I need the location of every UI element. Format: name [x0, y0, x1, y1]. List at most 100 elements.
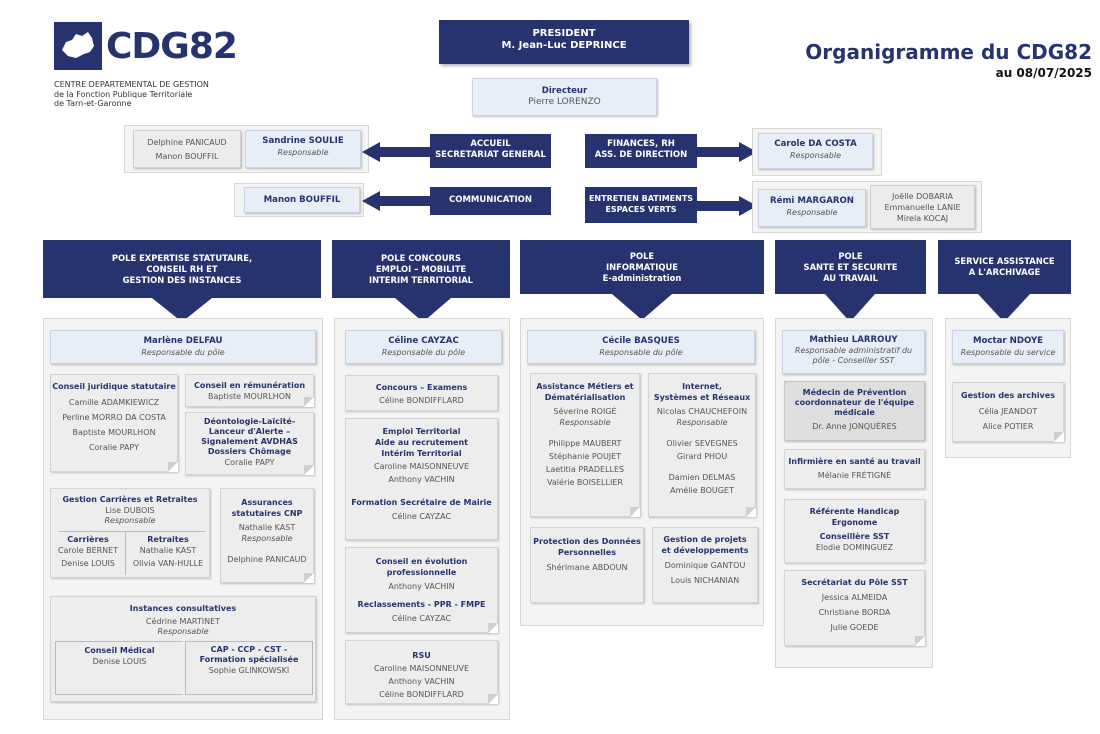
medecin-title-3: médicale — [834, 408, 875, 417]
logo-mark-icon — [54, 22, 102, 70]
entretien-lead-card: Rémi MARGARON Responsable — [758, 189, 866, 227]
pole-5-lead-name: Moctar NDOYE — [972, 336, 1044, 346]
entretien-staff-1: Joëlle DOBARIA — [892, 192, 953, 201]
deontologie-title-1: Déontologie-Laïcité- — [203, 417, 296, 426]
infirmiere-title: Infirmière en santé au travail — [788, 457, 921, 466]
carrieres-sub1-staff-2: Denise LOUIS — [61, 559, 115, 568]
deontologie-staff: Coralie PAPY — [224, 458, 275, 467]
communication-lead-name: Manon BOUFFIL — [263, 195, 341, 205]
emploi-staff-2: Anthony VACHIN — [388, 475, 455, 484]
medecin-card: Médecin de Prévention coordonnateur de l… — [784, 381, 925, 441]
emploi-card: Emploi Territorial Aide au recrutement I… — [345, 418, 498, 540]
secretariat-staff-2: Christiane BORDA — [818, 608, 891, 617]
instances-sub2-title-2: Formation spécialisée — [199, 655, 299, 664]
projets-staff-2: Louis NICHANIAN — [670, 576, 740, 585]
internet-lead-role: Responsable — [676, 418, 728, 427]
carrieres-subdivider — [59, 531, 205, 532]
pole-5-lead-role: Responsable du service — [960, 348, 1056, 357]
pole-2-lead-card: Céline CAYZAC Responsable du pôle — [345, 330, 502, 364]
president-name: M. Jean-Luc DEPRINCE — [501, 40, 627, 51]
pole-3-line-2: INFORMATIQUE — [605, 261, 679, 272]
accueil-lead-name: Sandrine SOULIE — [262, 136, 344, 146]
instances-lead: Cédrine MARTINET — [145, 617, 221, 626]
conseil-juridique-card: Conseil juridique statutaire Camille ADA… — [50, 374, 178, 472]
instances-sub2-staff: Sophie GLINKOWSKI — [208, 666, 290, 675]
conseil-juridique-title: Conseil juridique statutaire — [52, 382, 176, 391]
protection-staff: Shérimane ABDOUN — [546, 563, 628, 572]
pole-1-header: POLE EXPERTISE STATUTAIRE, CONSEIL RH ET… — [43, 240, 321, 298]
carrieres-sub2-title: Retraites — [147, 535, 189, 544]
carrieres-sub2-staff-2: Olivia VAN-HULLE — [132, 559, 204, 568]
pole-3-arrow — [612, 294, 672, 320]
accueil-label-1: ACCUEIL — [470, 139, 511, 149]
assistance-staff-2: Stéphanie POUJET — [548, 452, 622, 461]
pole-1-lead-name: Marlène DELFAU — [143, 336, 223, 346]
pole-4-lead-role-1: Responsable administratif du — [794, 346, 913, 355]
pole-5-header: SERVICE ASSISTANCE A L'ARCHIVAGE — [938, 240, 1071, 294]
emploi-title-2: Aide au recrutement — [374, 438, 469, 447]
formation-staff: Céline CAYZAC — [391, 512, 452, 521]
handicap-title-2: Ergonome — [831, 518, 878, 527]
carrieres-sub1-staff-1: Carole BERNET — [57, 546, 119, 555]
instances-sub2-title-1: CAP - CCP - CST - — [210, 645, 288, 654]
rsu-card: RSU Caroline MAISONNEUVE Anthony VACHIN … — [345, 640, 498, 704]
deontologie-card: Déontologie-Laïcité- Lanceur d'Alerte – … — [185, 412, 314, 475]
pole-2-header: POLE CONCOURS EMPLOI – MOBILITE INTERIM … — [332, 240, 510, 298]
director-title: Directeur — [541, 86, 588, 96]
internet-staff-4: Amélie BOUGET — [670, 486, 734, 495]
entretien-lead-name: Rémi MARGARON — [770, 196, 854, 206]
carrieres-sub2: Retraites Nathalie KAST Olivia VAN-HULLE — [127, 534, 209, 569]
org-name: CENTRE DEPARTEMENTAL DE GESTION de la Fo… — [54, 80, 254, 109]
assistance-lead: Séverine ROIGÉ — [553, 407, 617, 416]
secretariat-sst-title: Secrétariat du Pôle SST — [801, 578, 908, 587]
pole-3-header: POLE INFORMATIQUE E-administration — [520, 240, 764, 294]
cj-staff-1: Camille ADAMKIEWICZ — [68, 398, 160, 407]
org-line-2: de la Fonction Publique Territoriale — [54, 89, 193, 99]
secretariat-staff-1: Jessica ALMEIDA — [821, 593, 888, 602]
projets-card: Gestion de projets et développements Dom… — [652, 527, 758, 603]
carrieres-title: Gestion Carrières et Retraites — [62, 495, 198, 504]
reclassements-title: Reclassements - PPR - FMPE — [357, 600, 486, 609]
remuneration-title: Conseil en rémunération — [193, 381, 306, 390]
accueil-label-box: ACCUEIL SECRETARIAT GENERAL — [430, 134, 551, 168]
accueil-lead-card: Sandrine SOULIE Responsable — [245, 130, 361, 168]
assurances-lead-role: Responsable — [241, 534, 293, 543]
assistance-staff-1: Philippe MAUBERT — [548, 439, 622, 448]
evolution-title-2: professionnelle — [386, 568, 457, 577]
assurances-lead: Nathalie KAST — [238, 523, 296, 532]
carrieres-sub1-title: Carrières — [67, 535, 109, 544]
pole-3-lead-card: Cécile BASQUES Responsable du pôle — [527, 330, 755, 364]
carrieres-lead-role: Responsable — [104, 516, 156, 525]
assurances-card: Assurances statutaires CNP Nathalie KAST… — [220, 488, 314, 583]
secretariat-sst-card: Secrétariat du Pôle SST Jessica ALMEIDA … — [784, 570, 925, 646]
handicap-title-3: Conseillère SST — [819, 532, 890, 541]
assurances-staff: Delphine PANICAUD — [227, 555, 307, 564]
archives-staff-1: Célia JEANDOT — [978, 407, 1038, 416]
finances-label-box: FINANCES, RH ASS. DE DIRECTION — [585, 134, 697, 168]
accueil-staff-card: Delphine PANICAUD Manon BOUFFIL — [133, 130, 241, 168]
concours-staff: Céline BONDIFFLARD — [379, 396, 464, 405]
pole-4-line-3: AU TRAVAIL — [823, 272, 878, 283]
internet-staff-3: Damien DELMAS — [668, 473, 736, 482]
rsu-staff-1: Caroline MAISONNEUVE — [374, 664, 469, 673]
remuneration-card: Conseil en rémunération Baptiste MOURLHO… — [185, 374, 314, 407]
instances-title: Instances consultatives — [129, 604, 237, 613]
carrieres-sub1: Carrières Carole BERNET Denise LOUIS — [53, 534, 123, 569]
director-name: Pierre LORENZO — [528, 97, 601, 107]
infirmiere-card: Infirmière en santé au travail Mélanie F… — [784, 449, 925, 489]
archives-staff-2: Alice POTIER — [982, 422, 1034, 431]
evolution-card: Conseil en évolution professionnelle Ant… — [345, 547, 498, 633]
handicap-staff: Elodie DOMINGUEZ — [815, 543, 894, 552]
finances-label-2: ASS. DE DIRECTION — [594, 150, 688, 160]
instances-sub1-staff: Denise LOUIS — [92, 657, 147, 666]
formation-title: Formation Secrétaire de Mairie — [351, 498, 492, 507]
finances-lead-name: Carole DA COSTA — [774, 139, 857, 149]
pole-2-line-2: EMPLOI – MOBILITE — [375, 263, 467, 274]
remuneration-staff: Baptiste MOURLHON — [208, 392, 291, 401]
carrieres-lead: Lise DUBOIS — [105, 506, 155, 515]
entretien-lead-role: Responsable — [786, 208, 838, 217]
finances-lead-role: Responsable — [790, 151, 841, 160]
org-line-3: de Tarn-et-Garonne — [54, 99, 132, 108]
logo-text: CDG82 — [106, 26, 238, 67]
entretien-staff-2: Emmanuelle LANIE — [884, 203, 961, 212]
